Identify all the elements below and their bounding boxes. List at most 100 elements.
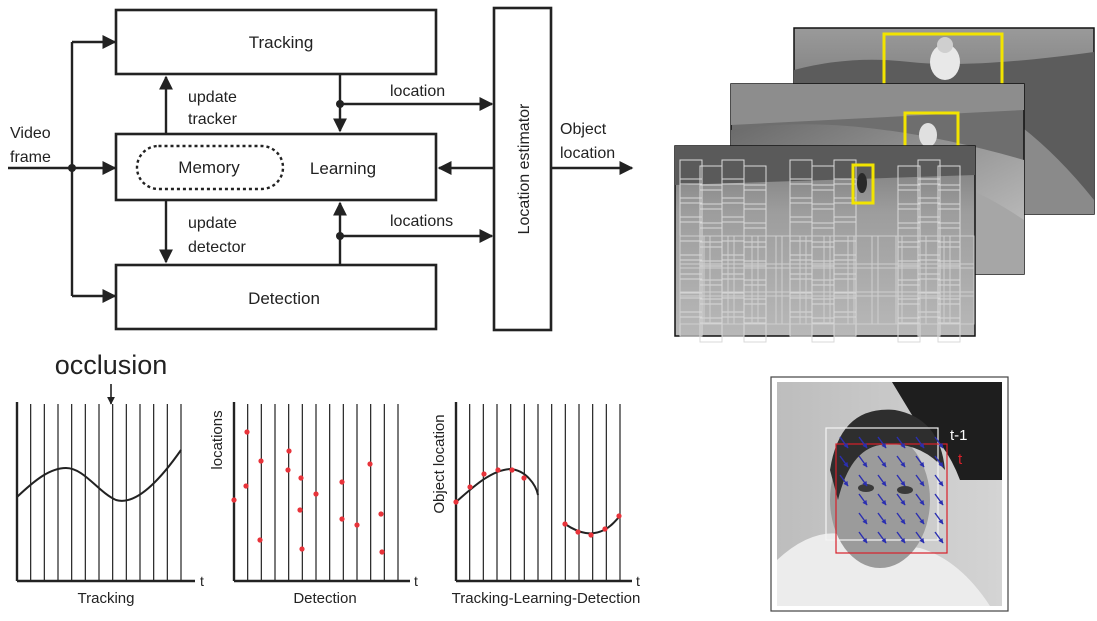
flow-arrow (858, 531, 868, 544)
detection-point (244, 429, 250, 435)
detection-point (297, 507, 303, 513)
scan-window (775, 263, 807, 297)
scan-window (943, 263, 975, 297)
flow-arrow (915, 493, 925, 506)
scan-window (703, 291, 735, 325)
learning-label: Learning (310, 159, 376, 178)
highlight-box (851, 163, 875, 205)
detection-point (286, 448, 292, 454)
detection-point (367, 461, 373, 467)
scan-window (917, 254, 941, 280)
scan-window (727, 291, 759, 325)
plot-tracking-title: Tracking (78, 590, 135, 607)
scan-window (743, 222, 767, 248)
flow-arrow (839, 474, 849, 487)
plot-tld: Object location t Tracking-Learning-Dete… (431, 402, 640, 607)
flow-arrow (896, 512, 906, 525)
scan-window (679, 291, 711, 325)
scan-window (937, 203, 961, 229)
rider-shape (857, 173, 867, 193)
scan-window (937, 165, 961, 191)
location-label: location (390, 83, 445, 100)
flow-arrow (896, 474, 906, 487)
scan-window (679, 159, 703, 185)
scan-window (897, 203, 921, 229)
scan-window (871, 263, 903, 297)
flow-arrow (915, 474, 925, 487)
face-background-dark (892, 382, 1002, 480)
flow-arrow (858, 493, 868, 506)
tld-point (481, 471, 487, 477)
scan-window (833, 216, 857, 242)
tld-point (453, 499, 459, 505)
scan-window (897, 165, 921, 191)
detection-box (114, 263, 438, 331)
scan-window (775, 291, 807, 325)
tracking-label: Tracking (249, 33, 314, 52)
detection-label: Detection (248, 289, 320, 308)
scan-window (833, 159, 857, 185)
flow-arrow (839, 436, 849, 449)
detection-point (285, 467, 291, 473)
flow-arrow (896, 455, 906, 468)
scan-window (743, 165, 767, 191)
flow-arrow (877, 493, 887, 506)
scan-window (895, 263, 927, 297)
occlusion-label: occlusion (55, 350, 168, 380)
curr-frame-label: t (958, 451, 963, 468)
flow-arrow (915, 455, 925, 468)
scan-window (679, 216, 703, 242)
scan-window (917, 292, 941, 318)
flow-arrow (858, 455, 868, 468)
plot-detection-y-label: locations (209, 410, 226, 469)
output-label-line1: Object (560, 121, 607, 138)
scan-window (833, 292, 857, 318)
scan-window (743, 260, 767, 286)
detection-point (354, 522, 360, 528)
scan-window (897, 184, 921, 210)
flow-arrow (934, 512, 944, 525)
scan-window (799, 235, 831, 269)
rider-shape (930, 44, 960, 80)
flow-arrow (877, 474, 887, 487)
scan-window (937, 222, 961, 248)
tld-point (602, 526, 608, 532)
scan-window (895, 235, 927, 269)
scan-window (743, 241, 767, 267)
plot-tld-x-label: t (636, 573, 640, 589)
scan-window (743, 203, 767, 229)
scan-window (679, 235, 711, 269)
scan-window (833, 273, 857, 299)
scan-window (943, 291, 975, 325)
flow-arrow (858, 436, 868, 449)
scan-window (937, 241, 961, 267)
plot-tld-title: Tracking-Learning-Detection (452, 590, 641, 607)
scan-window (917, 216, 941, 242)
scan-window (833, 254, 857, 280)
scan-window (937, 184, 961, 210)
scan-window (847, 235, 879, 269)
rider-shape (919, 123, 937, 147)
flow-arrow (934, 474, 944, 487)
flow-arrow (934, 436, 944, 449)
scan-window (799, 291, 831, 325)
update-tracker-line1: update (188, 89, 237, 106)
scan-window (895, 291, 927, 325)
flow-arrow (877, 531, 887, 544)
tld-point (588, 532, 594, 538)
scan-window (743, 317, 767, 343)
plot-detection: locations t Detection (209, 402, 418, 607)
scan-window (823, 291, 855, 325)
plot-tld-y-label: Object location (431, 414, 448, 513)
location-estimator-label: Location estimator (516, 103, 533, 234)
scan-window (703, 235, 735, 269)
scan-window (847, 263, 879, 297)
plot-tracking: t Tracking (15, 402, 204, 607)
scan-window (727, 235, 759, 269)
flow-arrow (858, 512, 868, 525)
scan-window (751, 263, 783, 297)
update-tracker-line2: tracker (188, 111, 238, 128)
flow-arrow (915, 512, 925, 525)
flow-arrow (934, 493, 944, 506)
